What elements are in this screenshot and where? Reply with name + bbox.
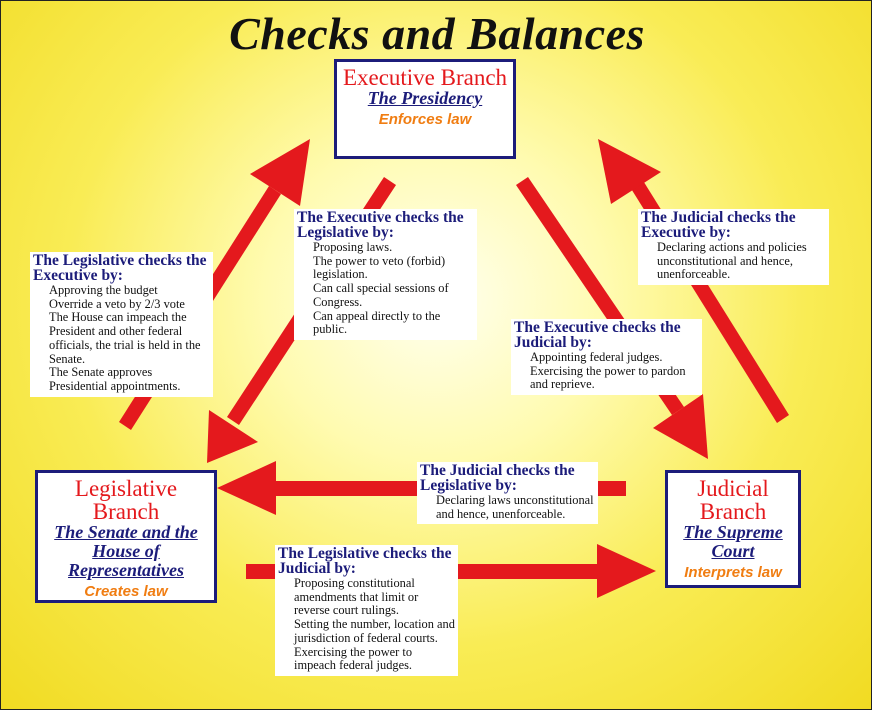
executive-branch-box: Executive Branch The Presidency Enforces…: [334, 59, 516, 159]
check-item: Proposing constitutional amendments that…: [294, 576, 419, 618]
check-item: Exercising the power to pardon and repri…: [530, 363, 686, 392]
check-heading: The Judicial checks the Legislative by:: [420, 462, 575, 494]
check-list: Proposing constitutional amendments that…: [278, 576, 455, 673]
check-item: Can call special sessions of Congress.: [313, 281, 449, 309]
legislative-branch-name: Legislative Branch: [74, 476, 178, 524]
legislative-branch-box: Legislative Branch The Senate and the Ho…: [35, 470, 217, 603]
check-heading: The Judicial checks the Executive by:: [641, 209, 796, 241]
judicial-branch-role: Interprets law: [684, 564, 782, 581]
judicial-branch-name: Judicial Branch: [697, 476, 769, 524]
check-list: Proposing laws. The power to veto (forbi…: [297, 240, 474, 337]
check-heading: The Legislative checks the Executive by:: [33, 252, 207, 284]
judicial-branch-box: Judicial Branch The Supreme Court Interp…: [665, 470, 801, 588]
check-legislative-judicial: The Legislative checks the Judicial by: …: [275, 545, 458, 676]
check-heading: The Legislative checks the Judicial by:: [278, 545, 452, 577]
check-legislative-executive: The Legislative checks the Executive by:…: [30, 252, 213, 397]
check-list: Declaring laws unconstitutional and henc…: [420, 493, 595, 521]
check-item: Proposing laws.: [313, 240, 393, 254]
check-item: The Senate approves Presidential appoint…: [49, 365, 181, 393]
executive-branch-role: Enforces law: [378, 111, 472, 128]
check-item: Can appeal directly to the public.: [313, 308, 441, 337]
check-item: Declaring actions and policies unconstit…: [657, 240, 807, 282]
check-list: Appointing federal judges. Exercising th…: [514, 350, 699, 392]
executive-branch-name: Executive Branch: [342, 65, 508, 90]
check-item: Appointing federal judges.: [530, 350, 663, 364]
check-heading: The Executive checks the Legislative by:: [297, 209, 464, 241]
check-item: Exercising the power to impeach federal …: [294, 644, 413, 673]
diagram-title: Checks and Balances: [229, 8, 645, 59]
check-executive-legislative: The Executive checks the Legislative by:…: [294, 209, 477, 340]
check-executive-judicial: The Executive checks the Judicial by: Ap…: [511, 319, 702, 396]
legislative-branch-role: Creates law: [84, 583, 168, 600]
check-item: The House can impeach the President and …: [49, 310, 201, 366]
executive-branch-subtitle: The Presidency: [367, 88, 483, 108]
check-item: Override a veto by 2/3 vote: [49, 296, 185, 311]
check-item: Setting the number, location and jurisdi…: [294, 617, 455, 645]
legislative-branch-subtitle: The Senate and the House of Representati…: [54, 522, 198, 580]
judicial-branch-subtitle: The Supreme Court: [683, 522, 783, 561]
check-heading: The Executive checks the Judicial by:: [514, 319, 681, 351]
check-list: Approving the budget Override a veto by …: [33, 283, 210, 394]
check-item: The power to veto (forbid) legislation.: [313, 253, 446, 282]
check-item: Approving the budget: [49, 283, 158, 297]
check-list: Declaring actions and policies unconstit…: [641, 240, 826, 282]
check-judicial-executive: The Judicial checks the Executive by: De…: [638, 209, 829, 286]
check-judicial-legislative: The Judicial checks the Legislative by: …: [417, 462, 598, 525]
check-item: Declaring laws unconstitutional and henc…: [436, 493, 594, 521]
